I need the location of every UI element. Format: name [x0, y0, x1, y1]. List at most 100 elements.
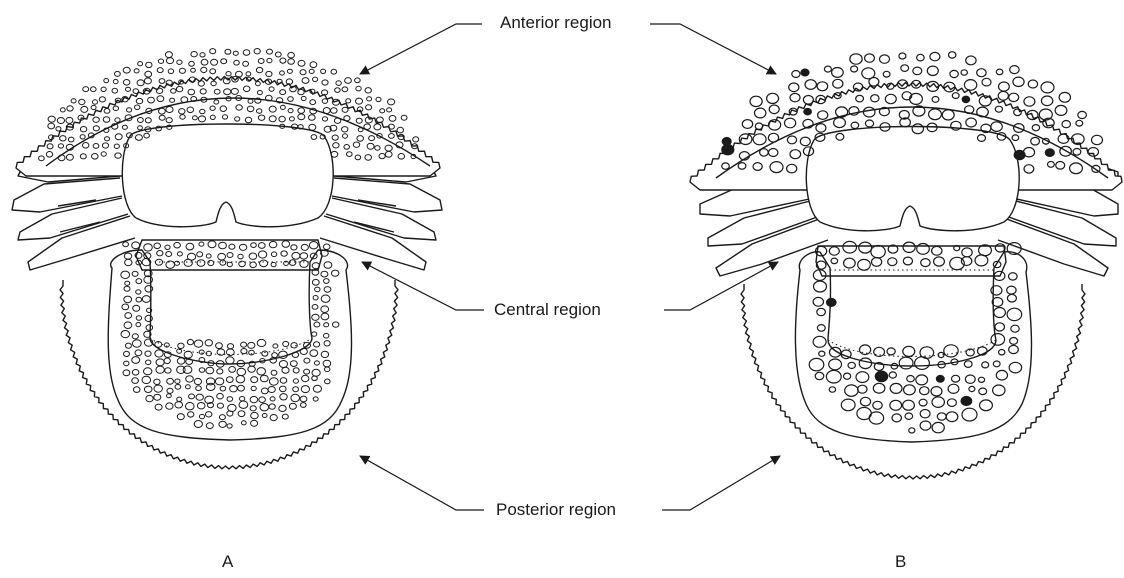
pore-mark [880, 55, 890, 63]
pore-mark [145, 71, 152, 77]
pore-mark [271, 252, 276, 257]
pore-mark [248, 366, 255, 372]
pore-mark [401, 115, 407, 120]
pore-mark [312, 314, 319, 320]
pore-mark [230, 386, 238, 392]
pore-mark [321, 295, 330, 302]
pore-mark [101, 87, 106, 91]
pore-mark [175, 379, 180, 383]
pore-mark [217, 369, 223, 374]
pore-mark [324, 341, 330, 346]
pore-mark [324, 333, 329, 338]
pore-mark [279, 361, 287, 368]
pore-mark [969, 386, 975, 391]
pore-mark [336, 81, 341, 86]
central-oval [806, 127, 1019, 231]
pore-mark [790, 93, 800, 101]
pore-mark [856, 372, 869, 383]
pore-mark [186, 376, 194, 382]
pore-mark [179, 68, 185, 73]
pore-mark [227, 424, 232, 428]
pore-mark [154, 394, 161, 400]
pore-mark [1010, 66, 1019, 74]
pore-mark [301, 244, 308, 250]
pore-mark [227, 411, 233, 416]
pore-mark [228, 404, 236, 411]
pore-mark [216, 343, 223, 349]
pore-mark [998, 91, 1008, 100]
pore-mark [208, 260, 214, 265]
pore-mark [271, 370, 277, 375]
pore-mark [1024, 97, 1035, 106]
pore-mark [206, 412, 212, 417]
pore-mark [189, 394, 195, 399]
pore-mark [166, 261, 175, 268]
pore-mark [321, 271, 328, 277]
panel-label-a: A [222, 552, 233, 572]
pore-mark [67, 106, 73, 111]
pore-mark [293, 387, 299, 392]
pore-mark [1078, 111, 1087, 118]
pore-mark [238, 411, 245, 417]
pore-mark [257, 368, 266, 375]
pore-mark [366, 105, 372, 110]
central-region-label: Central region [494, 300, 601, 320]
pore-mark [380, 109, 385, 113]
pore-mark [166, 403, 173, 409]
pore-mark [860, 345, 871, 355]
pore-mark [282, 414, 288, 419]
pore-mark [1055, 105, 1067, 115]
pore-mark [289, 260, 296, 266]
pore-mark [280, 378, 287, 384]
pore-mark [290, 361, 297, 367]
pore-mark [256, 67, 262, 72]
pore-mark [167, 394, 172, 398]
pore-mark [858, 385, 867, 393]
pore-mark [279, 405, 286, 411]
pore-mark [287, 69, 292, 73]
pore-mark [157, 251, 163, 256]
pore-mark [210, 49, 216, 54]
pore-mark [875, 371, 887, 382]
pore-mark [251, 386, 256, 390]
pore-mark [931, 387, 942, 396]
pore-mark [142, 296, 150, 303]
pore-mark [824, 66, 831, 72]
pore-mark [789, 83, 799, 92]
pore-mark [79, 99, 85, 104]
pore-mark [300, 403, 306, 408]
pore-mark [146, 62, 152, 67]
pore-mark [332, 270, 339, 276]
pore-mark [872, 258, 882, 267]
pore-mark [165, 245, 170, 249]
pore-mark [994, 308, 1006, 318]
pore-mark [952, 375, 960, 382]
pore-mark [324, 262, 332, 269]
pore-mark [961, 70, 967, 75]
pore-mark [206, 423, 213, 429]
pore-mark [321, 69, 326, 73]
pore-mark [844, 373, 851, 379]
pore-mark [293, 379, 298, 383]
pore-mark [175, 402, 183, 408]
pore-mark [206, 383, 215, 390]
pore-mark [831, 258, 838, 264]
pore-mark [154, 385, 162, 392]
pore-mark [164, 358, 170, 364]
pore-mark [197, 403, 205, 409]
pore-mark [174, 242, 181, 248]
pore-mark [920, 387, 929, 395]
pore-mark [927, 66, 938, 75]
pore-mark [291, 245, 297, 250]
pore-mark [71, 99, 76, 103]
pore-mark [227, 344, 233, 349]
pore-mark [833, 79, 843, 88]
pore-mark [145, 286, 153, 293]
panel-label-b: B [895, 552, 906, 572]
pore-mark [280, 394, 287, 400]
pore-mark [282, 241, 290, 248]
pore-mark [91, 87, 97, 92]
pore-mark [356, 86, 361, 91]
pore-mark [979, 388, 987, 395]
pore-mark [137, 80, 144, 86]
